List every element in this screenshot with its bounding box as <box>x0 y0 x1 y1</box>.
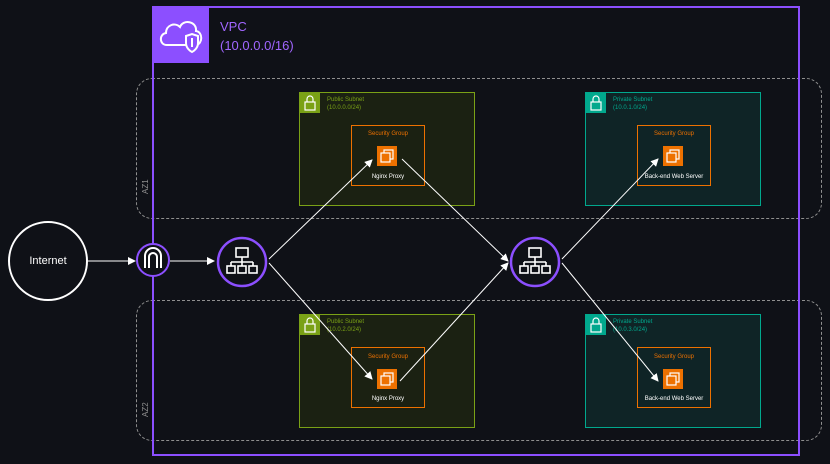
load-balancer-icon <box>216 236 268 293</box>
public-subnet-1-title: Public Subnet <box>327 97 365 103</box>
az1-zone <box>136 78 822 219</box>
backend-server-2-label: Back-end Web Server <box>644 396 704 402</box>
public-subnet-2-cidr: (10.0.2.0/24) <box>327 327 362 333</box>
lock-icon <box>586 315 606 335</box>
vpc-boundary <box>152 6 800 456</box>
security-group-3-title: Security Group <box>367 354 409 360</box>
internet-gateway-icon <box>135 242 171 283</box>
vpc-shield-cloud-icon <box>153 7 209 63</box>
ec2-instance-icon <box>377 146 397 166</box>
ec2-instance-icon <box>377 369 397 389</box>
private-subnet-1-title: Private Subnet <box>613 97 653 103</box>
security-group-4 <box>637 347 711 408</box>
private-subnet-2-cidr: (10.0.3.0/24) <box>613 327 648 333</box>
vpc-title: VPC <box>220 19 247 34</box>
vpc-cidr: (10.0.0.0/16) <box>220 38 294 53</box>
ec2-instance-icon <box>663 146 683 166</box>
nginx-proxy-2-label: Nginx Proxy <box>371 396 405 402</box>
load-balancer-icon <box>509 236 561 293</box>
security-group-1-title: Security Group <box>367 131 409 137</box>
private-subnet-1-cidr: (10.0.1.0/24) <box>613 105 648 111</box>
internet-node: Internet <box>8 221 88 301</box>
lock-icon <box>300 315 320 335</box>
security-group-2-title: Security Group <box>653 131 695 137</box>
nginx-proxy-1-label: Nginx Proxy <box>371 174 405 180</box>
private-subnet-2-title: Private Subnet <box>613 319 653 325</box>
lock-icon <box>586 93 606 113</box>
az2-zone <box>136 300 822 441</box>
security-group-3 <box>351 347 425 408</box>
lock-icon <box>300 93 320 113</box>
ec2-instance-icon <box>663 369 683 389</box>
backend-server-1-label: Back-end Web Server <box>644 174 704 180</box>
security-group-2 <box>637 125 711 186</box>
public-subnet-1-cidr: (10.0.0.0/24) <box>327 105 362 111</box>
public-subnet-2-title: Public Subnet <box>327 319 365 325</box>
security-group-4-title: Security Group <box>653 354 695 360</box>
internet-label: Internet <box>29 255 67 267</box>
security-group-1 <box>351 125 425 186</box>
